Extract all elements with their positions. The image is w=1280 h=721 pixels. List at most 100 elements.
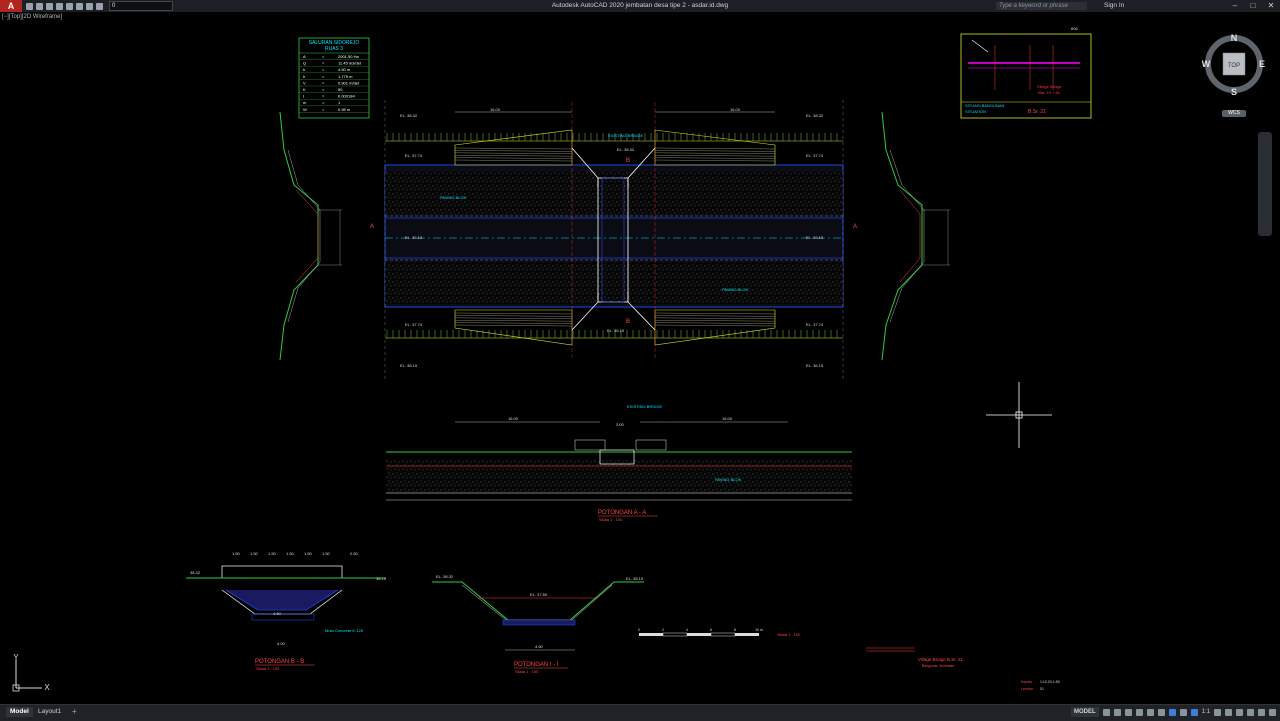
table-cell: 11.45 m3/det: [338, 61, 362, 66]
maximize-icon[interactable]: □: [1250, 1, 1256, 10]
undo-icon[interactable]: [76, 2, 83, 10]
channel-data-table: SALURAN SIDOREJO RUAS 3 A=2001.50 HaQ=11…: [298, 37, 370, 119]
slope-hatch: [654, 157, 776, 159]
plan-existing-bridge: EXISTING BRIDGE: [608, 133, 643, 138]
polar-icon[interactable]: [1135, 708, 1143, 716]
viewcube-top-face[interactable]: [1222, 52, 1246, 76]
layer-combo[interactable]: 0: [109, 1, 173, 11]
table-cell: 1: [338, 100, 341, 105]
table-subtitle: RUAS 3: [325, 46, 343, 52]
layer-state-icon[interactable]: [96, 2, 103, 10]
section-marker-b: B: [626, 319, 630, 325]
title-block: Village Bridge B.Sr. 21 Bangunan Jembata…: [866, 647, 1060, 691]
annotation-scale-value[interactable]: 1:1: [1201, 709, 1210, 715]
annotation-scale-icon[interactable]: [1190, 708, 1198, 716]
table-cell: h: [303, 74, 305, 79]
table-cell: 4.50 m: [338, 67, 351, 72]
window-title: Autodesk AutoCAD 2020 jembatan desa tipe…: [551, 2, 729, 9]
crosshair-cursor: [986, 382, 1052, 448]
minimize-icon[interactable]: –: [1232, 1, 1238, 10]
plan-el-label: EL. 37.74: [806, 322, 824, 327]
compass-east[interactable]: E: [1259, 59, 1265, 69]
plan-el-label: EL. 37.74: [806, 153, 824, 158]
aa-title: POTONGAN A - A: [598, 510, 646, 516]
slope-hatch: [654, 324, 776, 327]
aa-dim-left: 16.00: [508, 416, 519, 421]
tab-model[interactable]: Model: [6, 707, 33, 717]
location-note2: +Bd. 10 + 60: [1037, 90, 1061, 95]
compass-north[interactable]: N: [1231, 33, 1238, 43]
scale-tick-label: 0: [638, 628, 640, 632]
scale-tick-label: 4: [686, 628, 688, 632]
redo-icon[interactable]: [86, 2, 93, 10]
grid-icon[interactable]: [1102, 708, 1110, 716]
scale-tick-label: 6: [710, 628, 712, 632]
slope-hatch: [654, 315, 776, 317]
application-menu-button[interactable]: A: [0, 0, 22, 12]
clean-screen-icon[interactable]: [1258, 708, 1265, 716]
plan-paving-label: PAVING BLOK: [440, 195, 467, 200]
ii-el-right: EL. 38.15: [626, 576, 644, 581]
add-layout-icon[interactable]: +: [72, 707, 77, 716]
slope-hatch: [454, 324, 573, 327]
location-label2: SITUATION: [965, 109, 986, 114]
annotation-visibility-icon[interactable]: [1179, 708, 1187, 716]
selection-cycling-icon[interactable]: [1168, 708, 1176, 716]
tab-layout1[interactable]: Layout1: [38, 708, 62, 715]
plot-icon[interactable]: [66, 2, 73, 10]
ii-el-left: EL. 38.32: [436, 574, 454, 579]
model-space-toggle[interactable]: MODEL: [1070, 707, 1099, 717]
hardware-acceleration-icon[interactable]: [1247, 708, 1254, 716]
title-bar: A 0 Autodesk AutoCAD 2020 jembatan desa …: [0, 0, 1280, 12]
osnap-icon[interactable]: [1146, 708, 1154, 716]
layout-tabs-bar: Model Layout1 + MODEL 1:1: [0, 704, 1280, 721]
slope-hatch: [454, 147, 573, 150]
plan-el-label: EL. 36.15: [607, 328, 625, 333]
gear-icon[interactable]: [1214, 708, 1221, 716]
bb-dim-mid: 4.50: [273, 611, 282, 616]
plan-el-label: EL. 37.74: [405, 322, 423, 327]
slope-hatch: [454, 157, 573, 159]
bb-dim-label: 1.50: [322, 551, 331, 556]
slope-hatch: [654, 317, 776, 319]
ucs-y-label: Y: [13, 653, 19, 662]
drawing-canvas[interactable]: SALURAN SIDOREJO RUAS 3 A=2001.50 HaQ=11…: [0, 12, 1280, 704]
otrack-icon[interactable]: [1157, 708, 1165, 716]
table-cell: =: [322, 67, 325, 72]
table-cell: =: [322, 61, 325, 66]
ortho-icon[interactable]: [1124, 708, 1132, 716]
new-file-icon[interactable]: [26, 2, 33, 10]
search-input[interactable]: Type a keyword or phrase: [996, 2, 1087, 10]
plan-el-label: EL. 36.13: [405, 235, 423, 240]
save-as-icon[interactable]: [56, 2, 63, 10]
sign-in-button[interactable]: Sign In: [1104, 2, 1125, 9]
ii-title: POTONGAN I - I: [514, 662, 559, 668]
slope-hatch: [454, 155, 573, 157]
viewcube[interactable]: TOP N S E W: [1202, 32, 1266, 96]
bb-note: Mutu Concrete K-125: [325, 628, 364, 633]
bb-el-left: 38.32: [190, 570, 201, 575]
section-aa: 16.00 16.00 2.00 EXISTING BRIDGE PAVING …: [386, 404, 852, 522]
slope-hatch: [454, 317, 573, 319]
customization-menu-icon[interactable]: [1269, 708, 1276, 716]
compass-south[interactable]: S: [1231, 87, 1237, 96]
slope-hatch: [654, 312, 776, 315]
plus-icon[interactable]: [1225, 708, 1232, 716]
viewport-controls-label[interactable]: [−][Top][2D Wireframe]: [2, 14, 63, 20]
ii-scale: Skala 1 : 100: [515, 669, 539, 674]
slope-hatch: [454, 150, 573, 152]
plan-dim-left: 16.00: [490, 107, 501, 112]
wcs-menu[interactable]: WCS: [1222, 110, 1246, 117]
table-cell: =: [322, 87, 325, 92]
open-file-icon[interactable]: [36, 2, 43, 10]
save-icon[interactable]: [46, 2, 53, 10]
table-cell: K: [303, 87, 306, 92]
bb-dim-label: 1.50: [250, 551, 259, 556]
compass-west[interactable]: W: [1202, 59, 1211, 69]
isolate-objects-icon[interactable]: [1236, 708, 1243, 716]
navigation-bar[interactable]: [1258, 132, 1272, 236]
slope-hatch: [654, 155, 776, 157]
close-icon[interactable]: ✕: [1267, 1, 1275, 10]
snap-icon[interactable]: [1113, 708, 1121, 716]
